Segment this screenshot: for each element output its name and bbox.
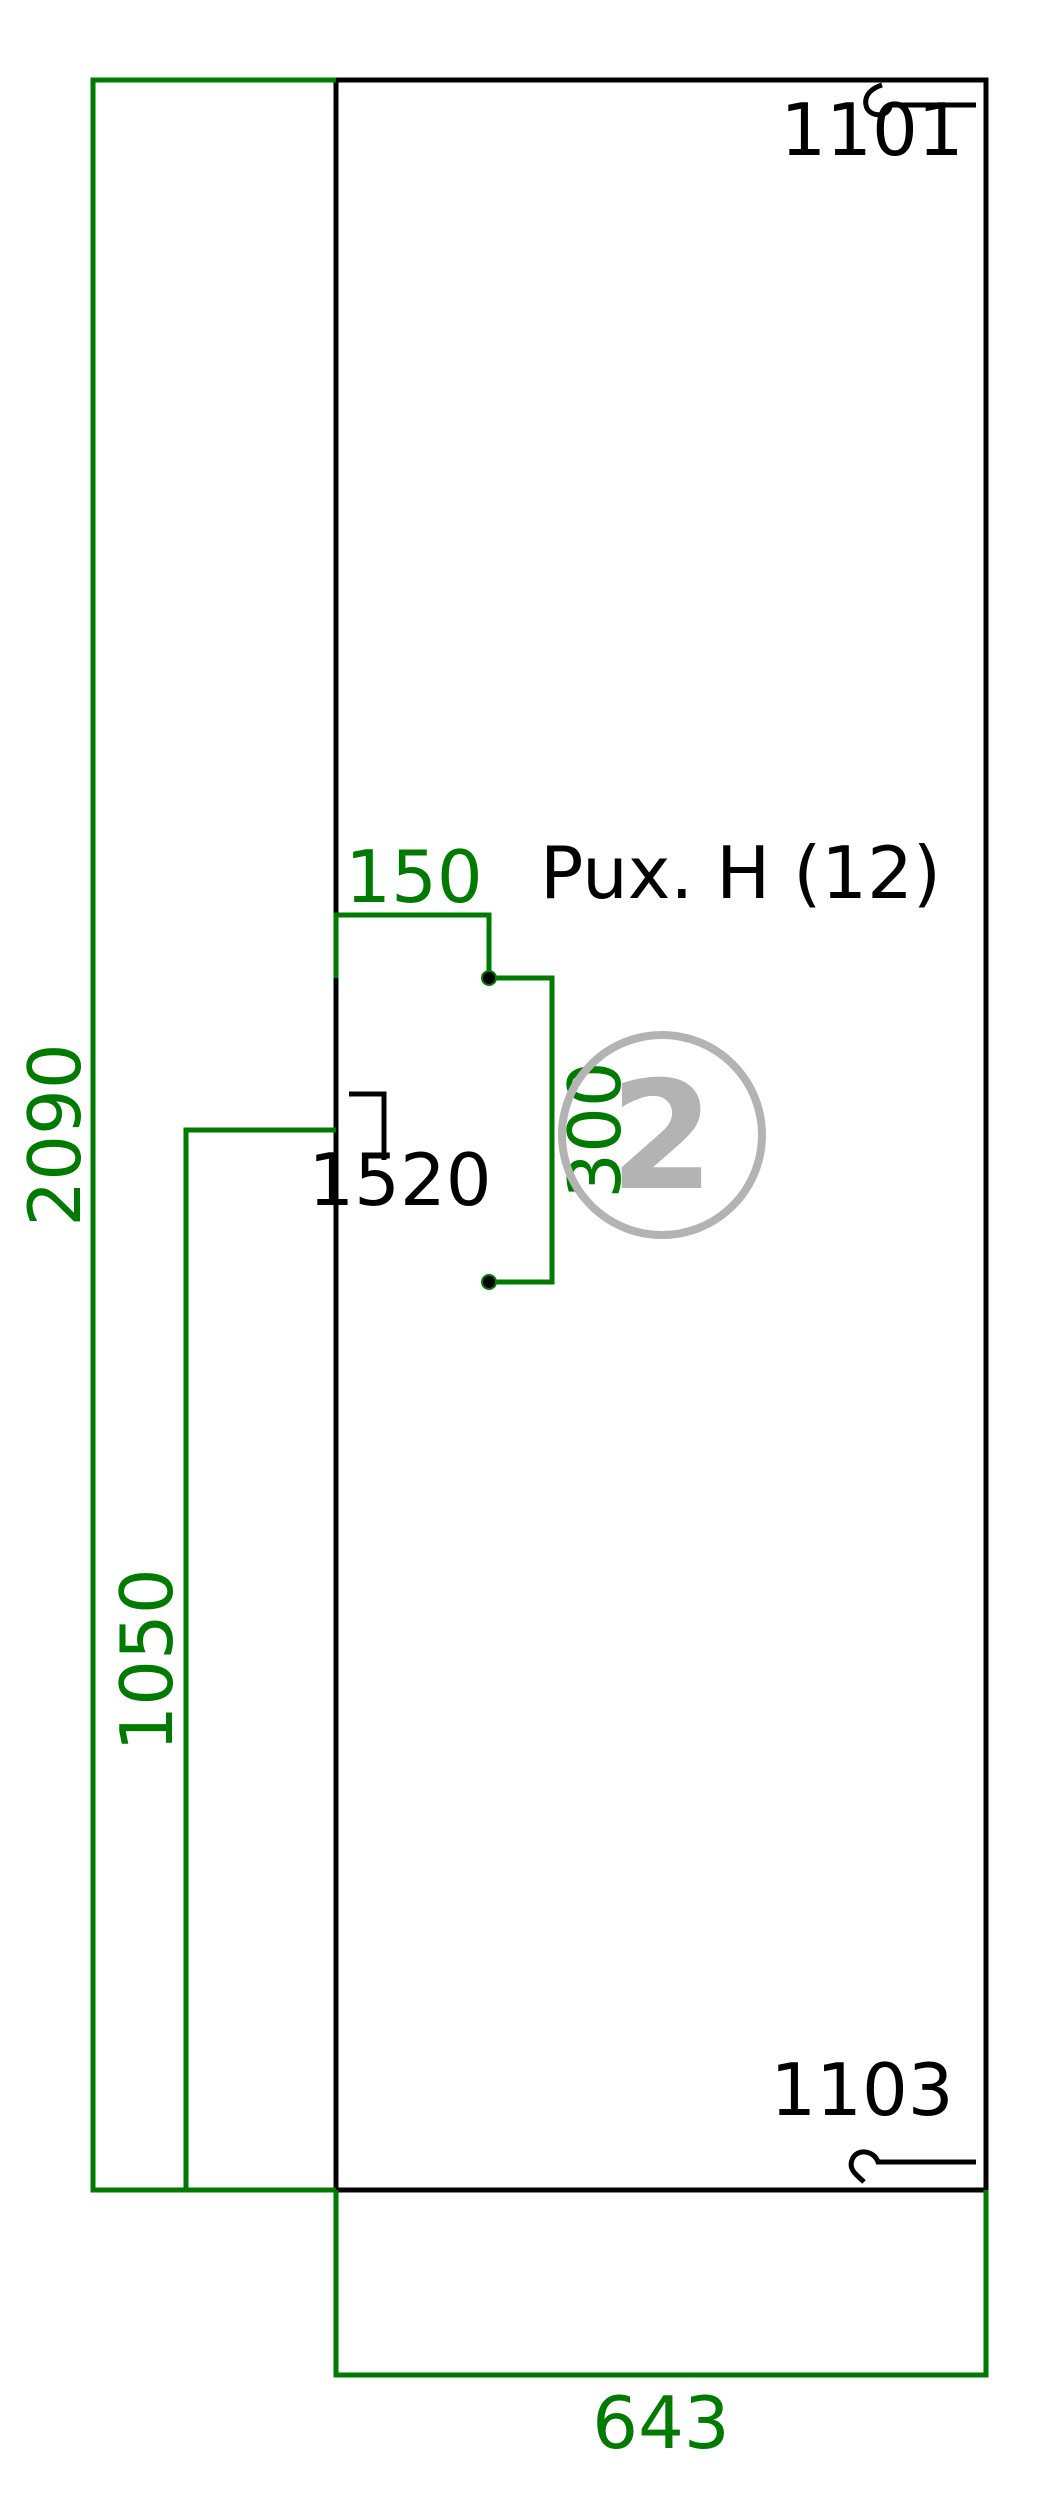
dimension-width-text: 643 <box>592 2381 729 2465</box>
edge-code-left-text: 1520 <box>308 1138 491 1222</box>
part-number-badge-text: 2 <box>610 1050 714 1224</box>
part-number-badge: 2 <box>558 1031 766 1239</box>
dimension-total-height: 2090 <box>13 77 336 2193</box>
edge-code-bottom-text: 1103 <box>770 2048 953 2132</box>
dimension-hole-height: 1050 <box>105 1127 336 2190</box>
hole-top <box>481 970 497 986</box>
edge-code-bottom: 1103 <box>770 2048 976 2184</box>
dimension-hole-offset: 150 <box>333 835 492 978</box>
dimension-width: 643 <box>333 2190 989 2465</box>
edge-code-left: 1520 <box>308 1091 492 1222</box>
edge-code-top-text: 1101 <box>780 88 963 172</box>
part-label: Pux. H (12) <box>540 831 941 915</box>
panel-outline <box>333 77 989 2193</box>
dimension-hole-offset-text: 150 <box>345 835 482 919</box>
dimension-hole-height-text: 1050 <box>105 1568 189 1751</box>
hole-bottom <box>481 1274 497 1290</box>
edge-code-top: 1101 <box>780 82 976 172</box>
dimension-total-height-text: 2090 <box>13 1043 97 1226</box>
